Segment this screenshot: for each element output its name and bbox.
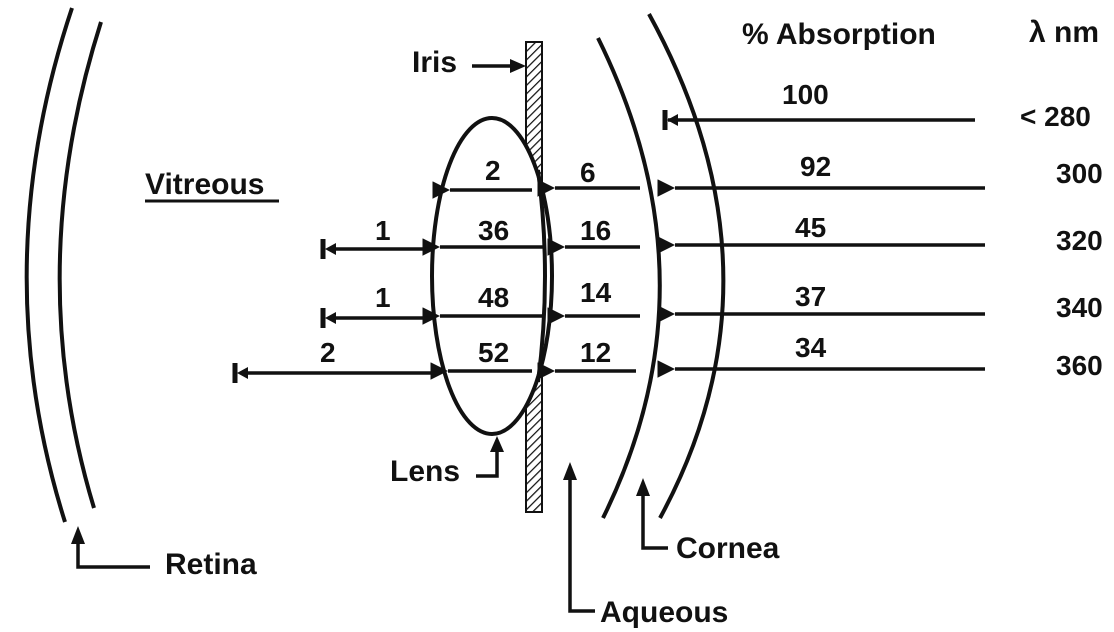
lens-label: Lens (390, 455, 460, 488)
cornea-outer-arc (647, 13, 726, 519)
wavelength-label: < 280 (1020, 101, 1091, 132)
wavelength-label: 360 (1056, 350, 1103, 381)
retina-outer-arc (24, 7, 74, 523)
aqueous-label: Aqueous (600, 596, 728, 629)
iris-pointer-head (510, 59, 526, 73)
cornea-inner-arc (596, 37, 662, 519)
aqueous-absorption-value: 12 (580, 337, 611, 368)
ray-360-stop-head (237, 367, 248, 379)
lens-pointer (476, 448, 499, 478)
lens-pointer-head (490, 436, 504, 452)
lens-absorption-value: 36 (478, 215, 509, 246)
vitreous-absorption-value: 2 (320, 337, 336, 368)
aqueous-absorption-value: 6 (580, 157, 596, 188)
cornea-absorption-value: 45 (795, 212, 826, 243)
aqueous-pointer (568, 478, 595, 613)
iris-label: Iris (412, 46, 457, 79)
aqueous-pointer-head (563, 462, 577, 480)
lens-absorption-value: 2 (485, 155, 501, 186)
lens-absorption-value: 48 (478, 282, 509, 313)
cornea-absorption-value: 92 (800, 151, 831, 182)
aqueous-absorption-value: 14 (580, 277, 612, 308)
retina-pointer-head (71, 526, 85, 544)
cornea-pointer (641, 494, 668, 550)
cornea-absorption-value: 37 (795, 281, 826, 312)
retina-pointer (76, 542, 150, 569)
wavelength-header: λ nm (1029, 16, 1099, 49)
lens-ellipse (430, 116, 554, 436)
retina-label: Retina (165, 548, 257, 581)
cornea-pointer-head (636, 478, 650, 496)
wavelength-label: 340 (1056, 292, 1103, 323)
cornea-label: Cornea (676, 532, 780, 565)
retina-inner-arc (57, 21, 103, 509)
vitreous-label: Vitreous (145, 168, 265, 201)
absorption-header: % Absorption (742, 18, 936, 51)
ray-280-stop-head (667, 114, 678, 126)
lens-absorption-value: 52 (478, 337, 509, 368)
vitreous-absorption-value: 1 (375, 282, 391, 313)
cornea-absorption-value: 34 (795, 332, 827, 363)
wavelength-label: 300 (1056, 158, 1103, 189)
cornea-absorption-value: 100 (782, 79, 829, 110)
aqueous-absorption-value: 16 (580, 215, 611, 246)
ray-340-stop-head (325, 312, 336, 324)
wavelength-label: 320 (1056, 225, 1103, 256)
vitreous-absorption-value: 1 (375, 215, 391, 246)
ray-320-stop-head (325, 243, 336, 255)
